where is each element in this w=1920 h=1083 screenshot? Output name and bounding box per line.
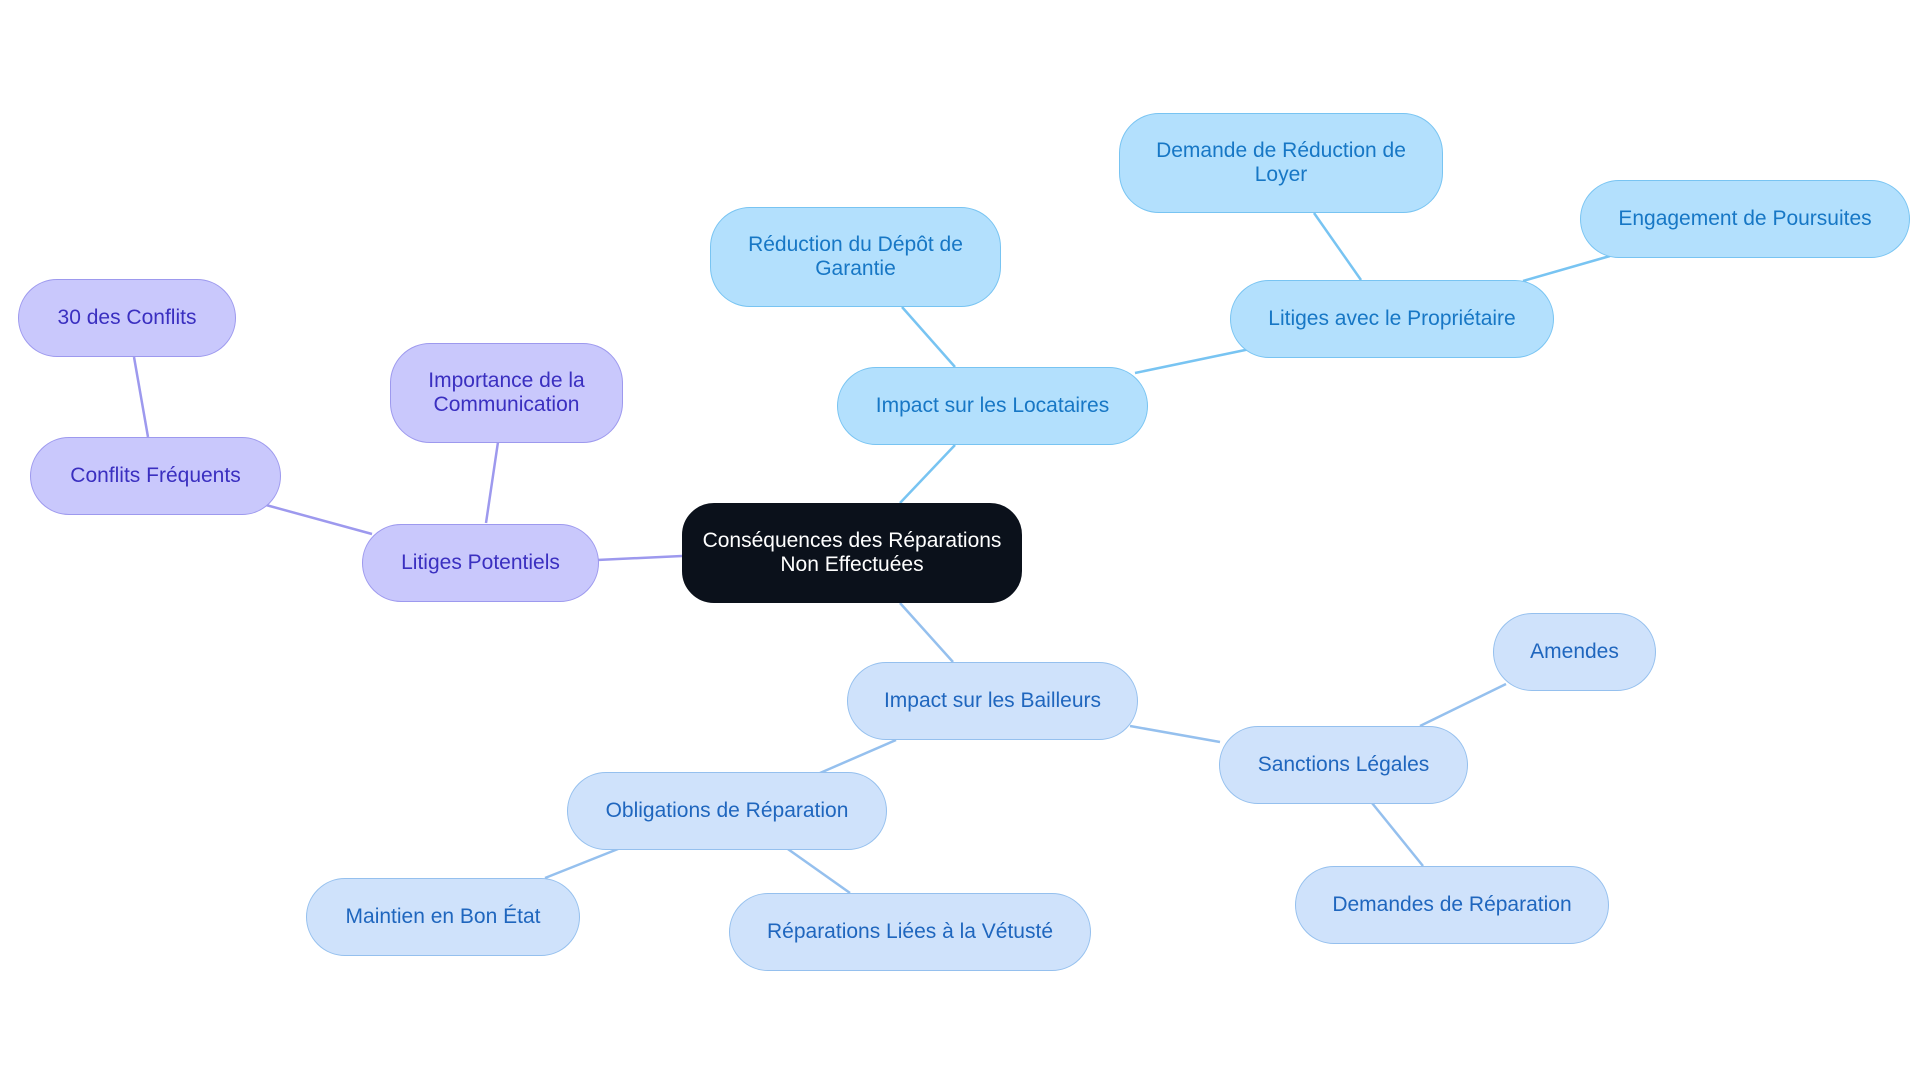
edge-bailleurs-sanctions [1129, 724, 1221, 744]
root-node: Conséquences des Réparations Non Effectu… [682, 503, 1022, 603]
node-amendes: Amendes [1493, 613, 1656, 691]
edge-obligations-vetuste [784, 845, 851, 895]
edge-conflits-trente [132, 356, 150, 438]
edge-bailleurs-obligations [819, 738, 897, 775]
edge-obligations-maintien [544, 845, 624, 880]
node-obligations-reparation: Obligations de Réparation [567, 772, 887, 850]
edge-locataires-proprietaire [1134, 347, 1251, 375]
edge-root-litiges [596, 554, 683, 562]
node-litiges-proprietaire: Litiges avec le Propriétaire [1230, 280, 1554, 358]
node-engagement-poursuites: Engagement de Poursuites [1580, 180, 1910, 258]
edge-root-locataires [899, 444, 956, 504]
node-reparations-vetuste: Réparations Liées à la Vétusté [729, 893, 1091, 971]
node-impact-bailleurs: Impact sur les Bailleurs [847, 662, 1138, 740]
edge-sanctions-amendes [1419, 682, 1507, 728]
edge-sanctions-demandes [1371, 802, 1424, 867]
edge-proprietaire-poursuites [1522, 254, 1611, 283]
node-sanctions-legales: Sanctions Légales [1219, 726, 1468, 804]
node-30-des-conflits: 30 des Conflits [18, 279, 236, 357]
node-importance-communication: Importance de la Communication [390, 343, 623, 443]
edge-litiges-conflits [265, 503, 373, 536]
edge-proprietaire-demande [1312, 212, 1363, 281]
edge-root-bailleurs [899, 602, 954, 663]
node-demandes-reparation: Demandes de Réparation [1295, 866, 1609, 944]
edge-locataires-depot [901, 306, 956, 368]
node-litiges-potentiels: Litiges Potentiels [362, 524, 599, 602]
node-conflits-frequents: Conflits Fréquents [30, 437, 281, 515]
node-impact-locataires: Impact sur les Locataires [837, 367, 1148, 445]
node-maintien-bon-etat: Maintien en Bon État [306, 878, 580, 956]
edge-litiges-communication [484, 441, 500, 524]
node-demande-reduction-loyer: Demande de Réduction de Loyer [1119, 113, 1443, 213]
node-reduction-depot: Réduction du Dépôt de Garantie [710, 207, 1001, 307]
